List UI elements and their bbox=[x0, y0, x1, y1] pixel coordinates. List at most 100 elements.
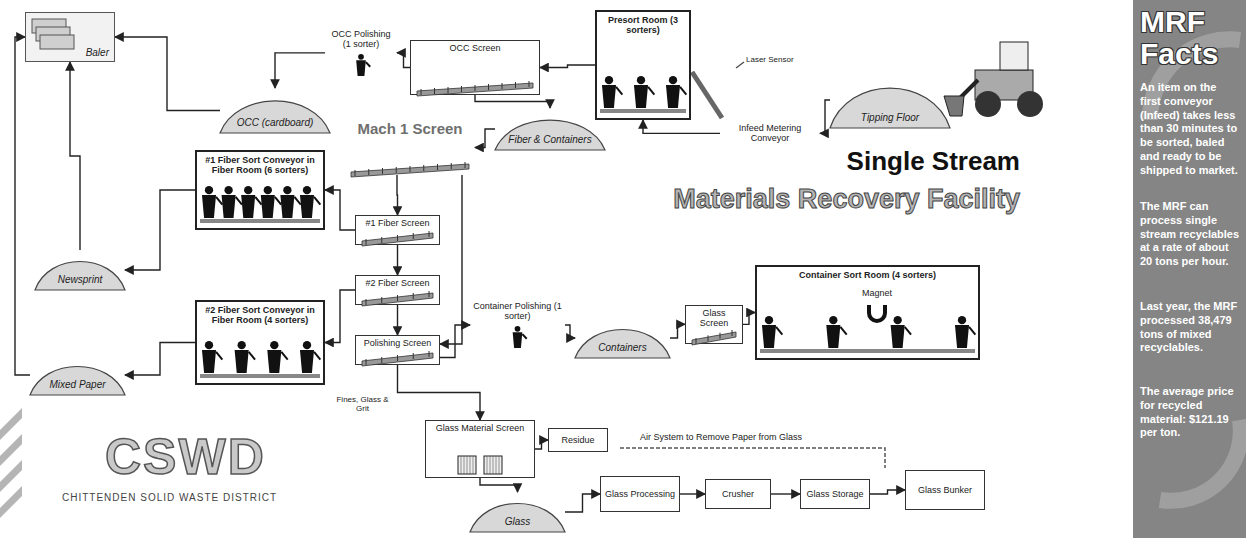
sorter-body bbox=[235, 350, 249, 373]
grid-frame bbox=[458, 456, 476, 474]
loader-arm bbox=[960, 80, 978, 98]
screen-disc bbox=[429, 351, 430, 357]
flow-arrow bbox=[535, 440, 548, 449]
corner-stripe bbox=[0, 434, 22, 466]
callout-label: Laser Sensor bbox=[746, 55, 816, 64]
screen-label: Mach 1 Screen bbox=[345, 120, 475, 175]
process-box: Crusher bbox=[705, 479, 771, 509]
facts-heading: MRF Facts bbox=[1140, 6, 1244, 69]
screen-disc bbox=[410, 166, 411, 172]
sorter-head bbox=[637, 76, 645, 84]
magnet-symbol bbox=[869, 305, 885, 321]
screen-disc bbox=[423, 165, 424, 171]
pile-outline bbox=[575, 330, 670, 359]
screen-disc bbox=[396, 167, 397, 173]
sorter-head bbox=[358, 54, 364, 60]
sorter-figure bbox=[267, 341, 287, 373]
fact-text: An item on the first conveyor (Infeed) t… bbox=[1140, 81, 1240, 177]
sort-conveyor bbox=[760, 349, 975, 353]
screen-disc bbox=[397, 295, 398, 301]
flow-arrow bbox=[480, 478, 518, 492]
sorter-arm bbox=[366, 62, 370, 67]
flow-arrow bbox=[440, 175, 462, 344]
sorter-body bbox=[891, 325, 905, 348]
front-loader bbox=[944, 42, 1043, 117]
screen-disc bbox=[465, 162, 466, 168]
node-text: Glass Screen bbox=[689, 308, 739, 329]
flow-arrow bbox=[540, 65, 595, 68]
sorter-arm bbox=[255, 197, 261, 205]
sorter-figure bbox=[356, 54, 370, 76]
node-text: Glass Bunker bbox=[918, 485, 972, 495]
node-text: Baler bbox=[86, 47, 109, 59]
corner-stripe bbox=[0, 486, 22, 518]
sorter-body bbox=[222, 195, 236, 218]
node-text: Tipping Floor bbox=[861, 112, 919, 124]
screen-grid bbox=[484, 456, 502, 474]
fact-text: The MRF can process single stream recycl… bbox=[1140, 200, 1240, 269]
grid-bar bbox=[499, 456, 500, 474]
sorter-figure bbox=[955, 316, 975, 348]
screen-deck bbox=[362, 233, 433, 246]
sorter-body bbox=[202, 195, 216, 218]
sorter-arm bbox=[281, 352, 287, 360]
screen-deck bbox=[417, 83, 533, 96]
sorter-figure bbox=[666, 76, 686, 108]
sorter-body bbox=[261, 195, 275, 218]
flow-arrow bbox=[397, 305, 398, 335]
infeed-conveyor bbox=[692, 72, 722, 118]
material-pile: Mixed Paper bbox=[30, 355, 125, 395]
screen-disc bbox=[732, 330, 733, 336]
sorter-head bbox=[669, 76, 677, 84]
screen-disc bbox=[429, 291, 430, 297]
screen-disc bbox=[355, 170, 356, 176]
sorter-figure bbox=[241, 186, 261, 218]
sorter-arm bbox=[314, 197, 320, 205]
flow-arrow bbox=[397, 245, 398, 275]
process-box: Glass Processing bbox=[600, 476, 680, 512]
sorter-figure bbox=[280, 186, 300, 218]
sorter-figure bbox=[202, 186, 222, 218]
station-label: OCC Polishing (1 sorter) bbox=[325, 28, 397, 78]
screen-box: #2 Fiber Screen bbox=[355, 275, 440, 305]
sorter-head bbox=[303, 341, 311, 349]
sorter-figure bbox=[300, 341, 320, 373]
screen-disc bbox=[488, 84, 489, 90]
node-text: Container Polishing (1 sorter) bbox=[472, 301, 563, 322]
screen-box: #1 Fiber Screen bbox=[355, 215, 440, 245]
grid-bar bbox=[487, 456, 488, 474]
station-label: Magnet bbox=[852, 287, 902, 321]
node-text: OCC (cardboard) bbox=[237, 117, 314, 129]
sorter-arm bbox=[216, 197, 222, 205]
screen-disc bbox=[502, 83, 503, 89]
screen-disc bbox=[475, 85, 476, 91]
loader-wheel bbox=[975, 91, 1001, 117]
flow-arrow bbox=[680, 493, 705, 494]
flow-arrow bbox=[70, 62, 80, 250]
screen-disc bbox=[366, 239, 367, 245]
node-text: Containers bbox=[598, 342, 646, 354]
loader-cab bbox=[1000, 42, 1028, 70]
pile-outline bbox=[220, 101, 330, 133]
sorter-arm bbox=[680, 87, 686, 95]
node-text: Mixed Paper bbox=[49, 379, 105, 391]
flow-arrow bbox=[325, 290, 355, 343]
sorter-body bbox=[202, 350, 216, 373]
node-text: Glass Material Screen bbox=[436, 423, 525, 433]
sorter-arm bbox=[905, 327, 911, 335]
sort-room: Presort Room (3 sorters) bbox=[595, 10, 691, 120]
sorter-arm bbox=[522, 334, 526, 339]
sorter-figure bbox=[762, 316, 782, 348]
sorter-arm bbox=[314, 352, 320, 360]
title-subline: Materials Recovery Facility bbox=[590, 184, 1020, 215]
sorter-head bbox=[270, 341, 278, 349]
sorter-body bbox=[634, 85, 648, 108]
sorter-arm bbox=[648, 87, 654, 95]
sorter-body bbox=[826, 325, 840, 348]
flow-arrow bbox=[565, 494, 600, 512]
corner-stripe bbox=[0, 460, 22, 492]
grid-bar bbox=[493, 456, 494, 474]
fact-text: The average price for recycled material:… bbox=[1140, 385, 1240, 440]
laser-leader bbox=[736, 62, 744, 68]
residue-label: Fines, Glass & Grit bbox=[335, 395, 390, 413]
